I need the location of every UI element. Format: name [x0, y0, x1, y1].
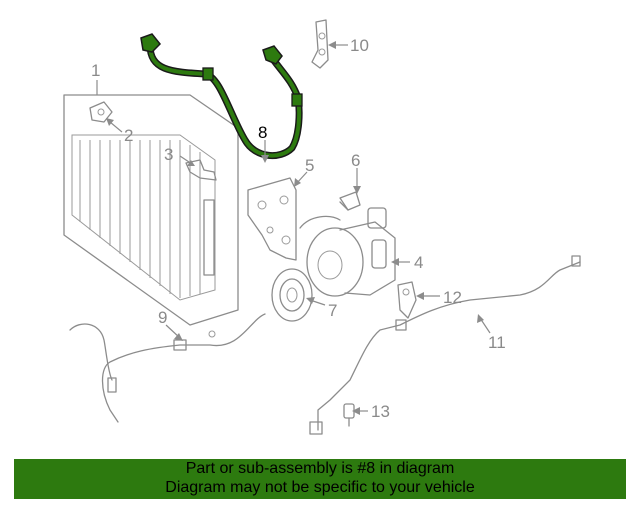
callout-1[interactable]: 1 — [91, 61, 100, 80]
bracket-part-10[interactable] — [311, 19, 329, 69]
fitting-part-6[interactable] — [339, 191, 361, 211]
callout-2[interactable]: 2 — [124, 126, 133, 145]
callout-6[interactable]: 6 — [351, 151, 360, 170]
bracket-part-12[interactable] — [397, 281, 417, 319]
callout-12[interactable]: 12 — [443, 288, 462, 307]
callout-11[interactable]: 11 — [488, 333, 506, 352]
bracket-part-3[interactable] — [185, 159, 217, 181]
callout-3[interactable]: 3 — [164, 145, 173, 164]
bracket-part-2[interactable] — [89, 101, 113, 123]
condenser-fins — [79, 140, 201, 298]
callout-10[interactable]: 10 — [350, 36, 369, 55]
callout-7[interactable]: 7 — [328, 301, 337, 320]
leader-lines — [96, 41, 491, 415]
notice-line-part: Part or sub-assembly is #8 in diagram — [185, 460, 455, 477]
callout-9[interactable]: 9 — [158, 308, 167, 327]
suction-line-part-11[interactable] — [309, 255, 581, 435]
pressure-switch-part-13[interactable] — [343, 403, 355, 427]
clutch-pulley-part-7[interactable] — [271, 268, 313, 322]
compressor-bracket-part-5[interactable] — [247, 177, 297, 261]
notice-line-disclaimer: Diagram may not be specific to your vehi… — [165, 479, 475, 496]
liquid-line-part-9[interactable] — [69, 313, 266, 423]
highlight-notice-banner: Part or sub-assembly is #8 in diagram Di… — [14, 459, 626, 499]
callout-4[interactable]: 4 — [414, 253, 423, 272]
discharge-hose-part-8[interactable] — [140, 33, 303, 159]
callout-13[interactable]: 13 — [371, 402, 390, 421]
callout-8[interactable]: 8 — [258, 123, 267, 142]
callout-5[interactable]: 5 — [305, 156, 314, 175]
compressor-part-4[interactable] — [299, 207, 396, 297]
condenser-part-1[interactable] — [63, 94, 239, 326]
